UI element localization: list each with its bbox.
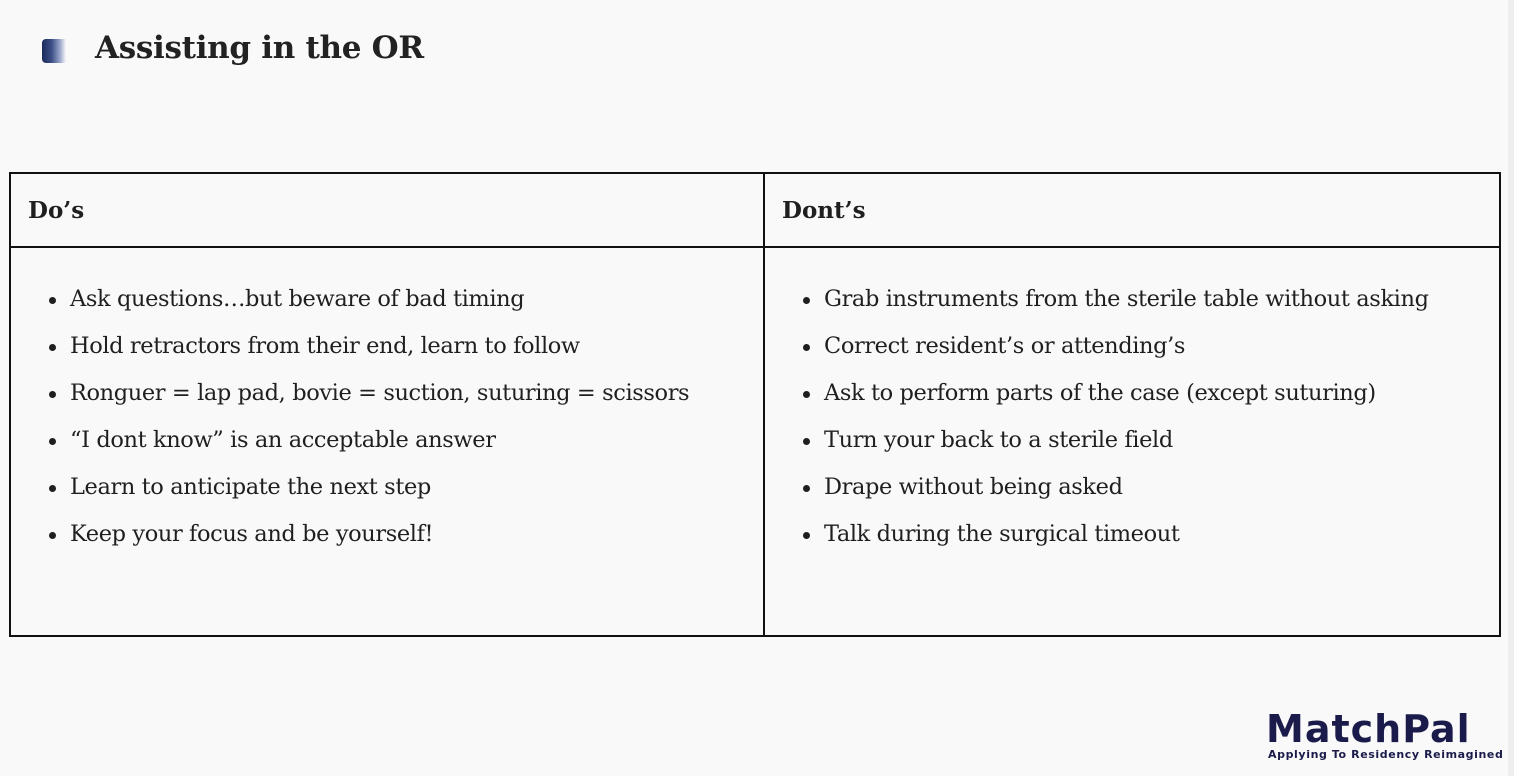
donts-cell: Grab instruments from the sterile table … xyxy=(763,246,1501,637)
title-marker-icon xyxy=(42,39,66,63)
logo-tagline: Applying To Residency Reimagined xyxy=(1268,748,1504,761)
dos-cell: Ask questions…but beware of bad timing H… xyxy=(9,246,765,637)
donts-list-item: Drape without being asked xyxy=(803,464,1499,511)
donts-list-item: Turn your back to a sterile field xyxy=(803,417,1499,464)
dos-donts-table-container: Do’s Dont’s Ask questions…but beware of … xyxy=(9,172,1501,637)
donts-list-item: Ask to perform parts of the case (except… xyxy=(803,370,1499,417)
dos-list: Ask questions…but beware of bad timing H… xyxy=(11,276,763,558)
dos-list-item: Ask questions…but beware of bad timing xyxy=(49,276,763,323)
dos-list-item: Hold retractors from their end, learn to… xyxy=(49,323,763,370)
donts-list-item: Grab instruments from the sterile table … xyxy=(803,276,1499,323)
logo-wordmark: MatchPal xyxy=(1266,707,1471,751)
donts-list-item: Talk during the surgical timeout xyxy=(803,511,1499,558)
dos-list-item: “I dont know” is an acceptable answer xyxy=(49,417,763,464)
dos-header: Do’s xyxy=(9,172,765,248)
table-body-row: Ask questions…but beware of bad timing H… xyxy=(9,246,1501,637)
dos-list-item: Ronguer = lap pad, bovie = suction, sutu… xyxy=(49,370,763,417)
donts-header: Dont’s xyxy=(763,172,1501,248)
table-header-row: Do’s Dont’s xyxy=(9,172,1501,248)
dos-list-item: Keep your focus and be yourself! xyxy=(49,511,763,558)
donts-list-item: Correct resident’s or attending’s xyxy=(803,323,1499,370)
matchpal-logo: MatchPal Applying To Residency Reimagine… xyxy=(1266,707,1503,766)
page-title: Assisting in the OR xyxy=(95,30,424,66)
slide-edge-strip xyxy=(1508,0,1514,776)
donts-list: Grab instruments from the sterile table … xyxy=(765,276,1499,558)
dos-donts-table: Do’s Dont’s Ask questions…but beware of … xyxy=(9,172,1501,637)
dos-list-item: Learn to anticipate the next step xyxy=(49,464,763,511)
